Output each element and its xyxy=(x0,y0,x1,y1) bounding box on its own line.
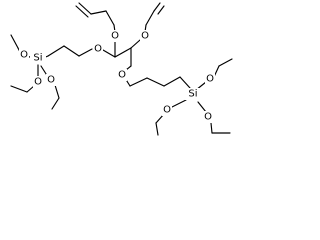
bond xyxy=(26,85,35,93)
atom-o-left-ether: O xyxy=(93,43,103,55)
atom-si-left: Si xyxy=(30,52,46,64)
atom-o-allyl-left: O xyxy=(110,30,120,42)
bond xyxy=(10,34,19,49)
chemical-structure-diagram: Si O O O O O O O xyxy=(10,2,233,136)
bond xyxy=(157,5,165,15)
atom-o-left-3: O xyxy=(46,74,56,86)
atom-label: O xyxy=(47,75,55,86)
bond xyxy=(145,10,155,26)
atom-label: O xyxy=(118,70,126,81)
atom-o-right-3: O xyxy=(203,111,213,123)
bond xyxy=(102,49,116,58)
atom-label: Si xyxy=(188,89,197,100)
bond xyxy=(153,2,161,12)
bond xyxy=(47,45,65,57)
atom-label: Si xyxy=(33,53,42,64)
atom-label: O xyxy=(34,77,42,88)
bond xyxy=(179,76,191,89)
atom-si-right: Si xyxy=(185,88,201,100)
bond xyxy=(171,99,187,108)
atom-label: O xyxy=(141,31,149,42)
bond xyxy=(54,84,60,99)
atom-o-allyl-right: O xyxy=(140,30,150,42)
bond xyxy=(146,77,165,87)
atom-o-right-1: O xyxy=(205,73,215,85)
bond xyxy=(155,122,159,136)
bond xyxy=(75,5,89,18)
atom-label: O xyxy=(20,50,28,61)
atom-label: O xyxy=(111,31,119,42)
bond xyxy=(63,45,80,57)
bond xyxy=(90,10,107,15)
bond xyxy=(130,39,141,49)
bond xyxy=(78,2,92,15)
atom-label: O xyxy=(94,44,102,55)
bond xyxy=(129,77,148,87)
bond xyxy=(51,97,60,110)
atom-o-left-2: O xyxy=(33,76,43,88)
bond xyxy=(114,47,132,58)
atom-o-right-2: O xyxy=(162,104,172,116)
atom-o-left-1: O xyxy=(19,49,29,61)
bond xyxy=(163,76,181,87)
atom-label: O xyxy=(204,112,212,123)
bond xyxy=(78,48,93,57)
bond xyxy=(218,58,233,67)
atom-labels: Si O O O O O O O xyxy=(19,30,215,123)
bond xyxy=(10,85,28,93)
bond-lines xyxy=(10,2,233,136)
bond xyxy=(197,101,207,113)
atom-label: O xyxy=(206,74,214,85)
atom-o-right-ether: O xyxy=(117,69,127,81)
bond xyxy=(105,10,115,26)
bond xyxy=(210,122,213,134)
atom-label: O xyxy=(163,105,171,116)
